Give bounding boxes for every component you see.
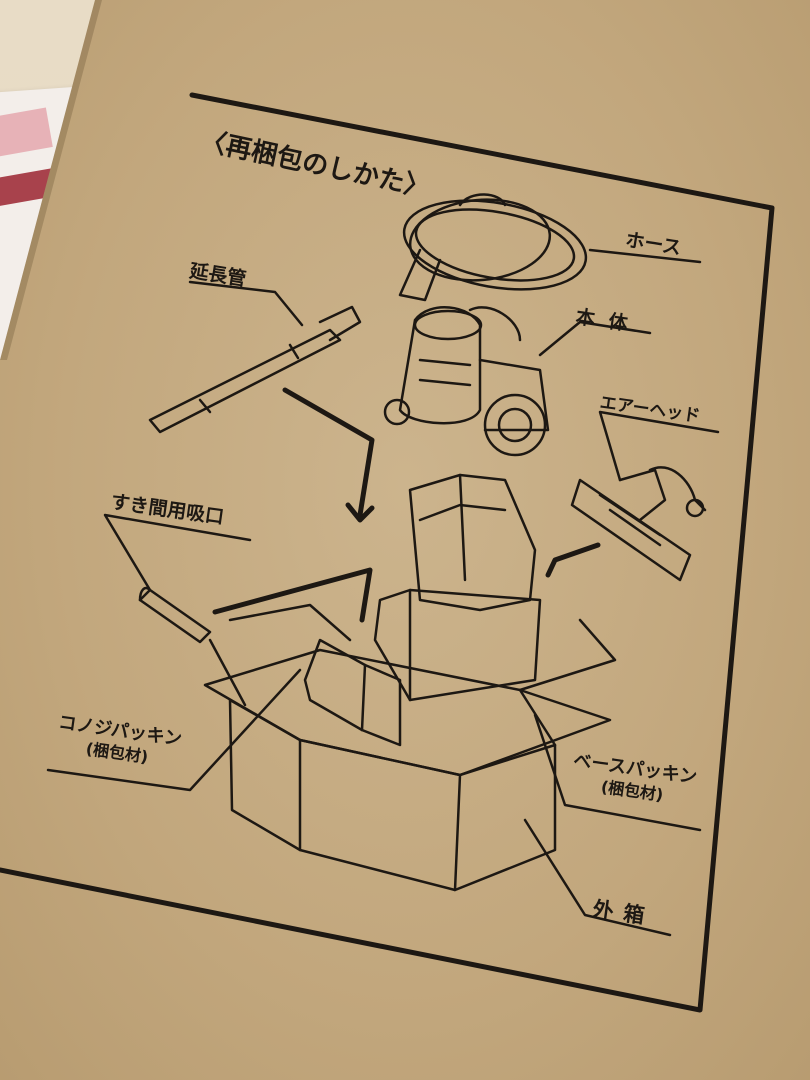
air-head-icon	[570, 466, 707, 582]
vacuum-body-icon	[383, 306, 550, 457]
crevice-nozzle-icon	[138, 586, 212, 644]
konoji-packing-icon	[303, 638, 402, 747]
diagram-frame	[0, 92, 775, 1013]
hose-icon	[398, 193, 588, 302]
outer-box-icon	[203, 603, 617, 892]
arrow-icon	[212, 387, 601, 623]
base-packing-icon	[373, 473, 542, 702]
extension-pipe-icon	[148, 305, 362, 434]
